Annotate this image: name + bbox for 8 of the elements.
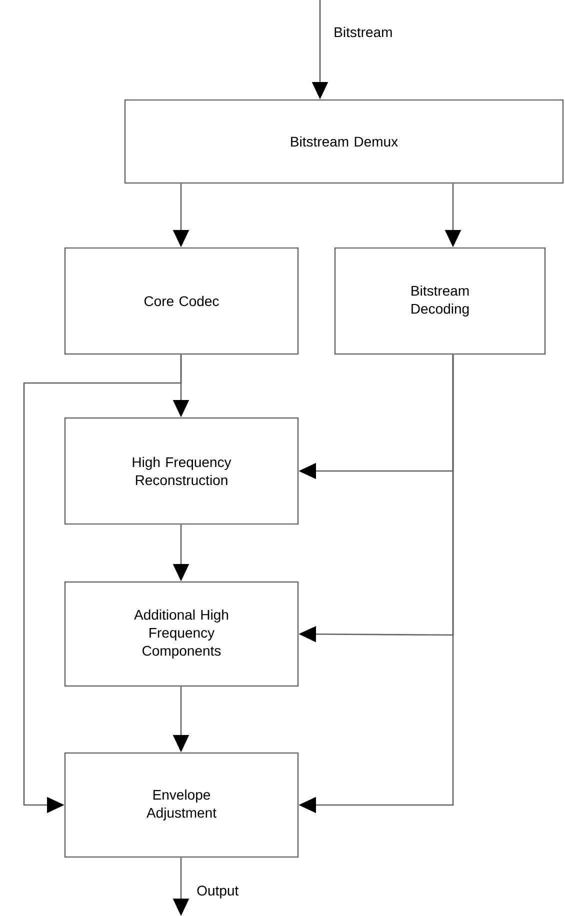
process-box: Additional High Frequency Components	[64, 581, 299, 687]
process-box: Bitstream Decoding	[334, 247, 546, 355]
process-box: Core Codec	[64, 247, 299, 355]
process-box: High Frequency Reconstruction	[64, 417, 299, 525]
process-box: Bitstream Demux	[124, 99, 564, 184]
edge-label: Output	[195, 884, 240, 900]
process-box: Envelope Adjustment	[64, 752, 299, 858]
edge-label: Bitstream	[332, 26, 394, 38]
